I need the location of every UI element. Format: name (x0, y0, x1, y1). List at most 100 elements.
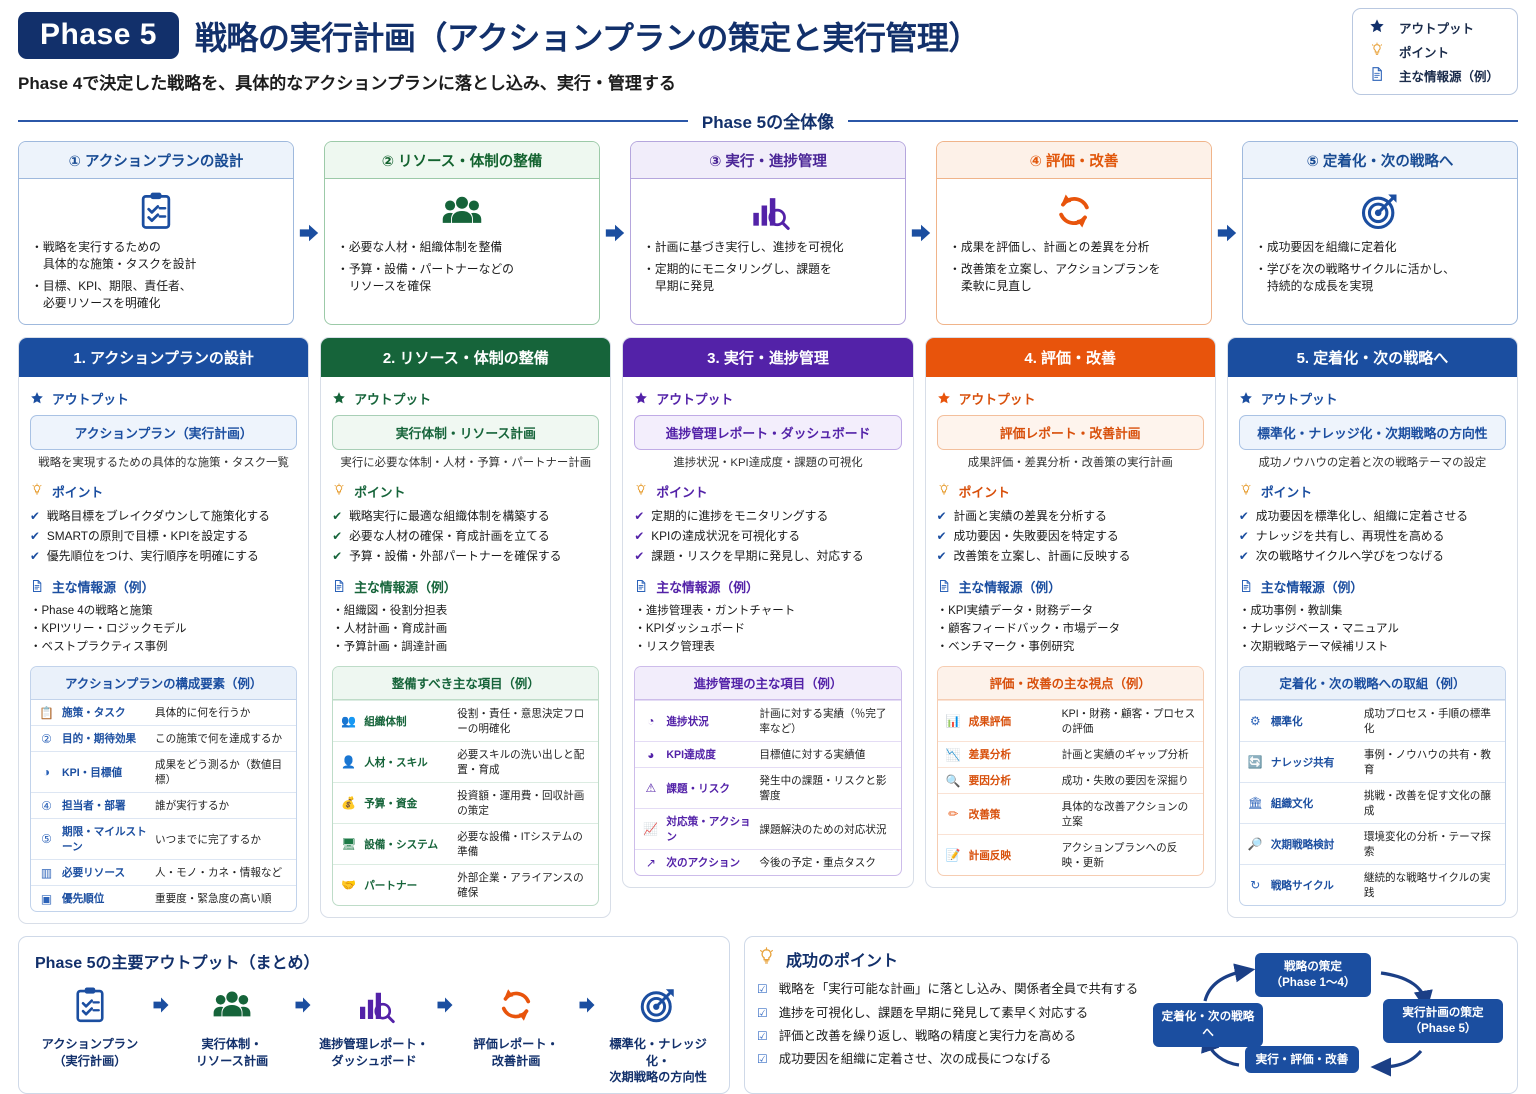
source-item: 成功事例・教訓集 (1239, 603, 1506, 621)
point-item: ✔ SMARTの原則で目標・KPIを設定する (30, 528, 297, 546)
overview-card-title: ① アクションプランの設計 (19, 142, 293, 179)
column-header: 4. 評価・改善 (925, 338, 1215, 377)
source-label-text: 主な情報源（例） (52, 580, 155, 596)
table-row-value: 必要な設備・ITシステムの準備 (457, 831, 583, 859)
overview-card-title: ④ 評価・改善 (937, 142, 1211, 179)
table-row-key: 対応策・アクション (666, 816, 751, 844)
output-pill: 評価レポート・改善計画 (936, 415, 1204, 450)
table-row-key: 期限・マイルストーン (62, 826, 147, 854)
warning-icon: ⚠ (645, 781, 657, 796)
output-label-text: アウトプット (1260, 392, 1338, 407)
overview-bullet: 成果を評価し、計画との差異を分析 (949, 239, 1199, 256)
success-item: ☑評価と改善を繰り返し、戦略の精度と実行力を高める (757, 1027, 1143, 1046)
number-4-icon: ④ (41, 798, 52, 813)
table-row: ⚠課題・リスク発生中の課題・リスクと影響度 (635, 767, 901, 808)
lightbulb-icon (332, 483, 346, 499)
document-icon (30, 579, 44, 595)
strategy-cycle-icon: ↻ (1250, 878, 1261, 893)
point-item: ✔戦略実行に最適な組織体制を構築する (332, 508, 599, 526)
source-item: KPI実績データ・財務データ (937, 603, 1204, 621)
checkbox-icon: ☑ (757, 982, 768, 997)
point-item: ✔課題・リスクを早期に発見し、対応する (634, 548, 901, 566)
detail-column-1: 1. アクションプランの設計アウトプットアクションプラン（実行計画）戦略を実現す… (18, 337, 310, 925)
table-row-key: 進捗状況 (666, 715, 709, 728)
table-row-key: 計画反映 (968, 849, 1011, 862)
table-row-key: 施策・タスク (62, 707, 126, 720)
clipboard-check-icon (69, 979, 111, 1031)
flow-arrow-icon (295, 997, 311, 1013)
overview-bullet: 学びを次の戦略サイクルに活かし、持続的な成長を実現 (1255, 261, 1505, 295)
overview-bullet: 計画に基づき実行し、進捗を可視化 (643, 239, 893, 256)
summary-item-label: アクションプラン（実行計画） (41, 1037, 139, 1068)
table-row-value: KPI・財務・顧客・プロセスの評価 (1061, 708, 1196, 736)
table-row-key: パートナー (364, 879, 418, 892)
point-label-text: ポイント (656, 484, 708, 500)
summary-panel: Phase 5の主要アウトプット（まとめ） アクションプラン（実行計画）実行体制… (18, 936, 730, 1094)
source-list: Phase 4の戦略と施策KPIツリー・ロジックモデルベストプラクティス事例 (30, 603, 297, 656)
flow-arrow-icon (579, 997, 595, 1013)
success-header: 成功のポイント (757, 947, 1143, 971)
table-row-key: 次期戦略検討 (1270, 838, 1335, 851)
source-list: KPI実績データ・財務データ顧客フィードバック・市場データベンチマーク・事例研究 (937, 603, 1204, 656)
output-label-text: アウトプット (656, 392, 734, 407)
flow-arrow-icon (299, 224, 319, 242)
overview-flow: ① アクションプランの設計戦略を実行するための具体的な施策・タスクを設計目標、K… (18, 141, 1518, 325)
overview-bullet: 定期的にモニタリングし、課題を早期に発見 (643, 261, 893, 295)
output-label: アウトプット (1239, 389, 1506, 408)
flow-arrow-icon (153, 997, 169, 1013)
point-text: 優先順位をつけ、実行順序を明確にする (46, 549, 259, 564)
column-header: 2. リソース・体制の整備 (321, 338, 611, 377)
table-row-value: 計画に対する実績（％完了率など） (759, 708, 887, 736)
table-row-value: この施策で何を達成するか (155, 733, 283, 746)
checkbox-icon: ☑ (757, 1052, 768, 1067)
table-row-key: KPI達成度 (666, 749, 716, 762)
table-row-value: 発生中の課題・リスクと影響度 (759, 775, 887, 803)
check-icon: ✔ (332, 508, 343, 523)
point-text: 成功要因・失敗要因を特定する (953, 529, 1119, 544)
table-row: ▣優先順位重要度・緊急度の高い順 (31, 885, 297, 911)
mini-table-title: 定着化・次の戦略への取組（例） (1239, 667, 1506, 701)
lightbulb-icon (757, 947, 776, 971)
detail-column-4: 4. 評価・改善アウトプット評価レポート・改善計画成果評価・差異分析・改善策の実… (924, 337, 1216, 889)
table-row-value: 外部企業・アライアンスの確保 (457, 872, 584, 900)
point-label: ポイント (1239, 482, 1506, 501)
overview-card-2: ② リソース・体制の整備必要な人材・組織体制を整備予算・設備・パートナーなどのリ… (324, 141, 600, 325)
person-skill-icon: 👤 (341, 755, 357, 770)
check-icon: ✔ (332, 529, 343, 544)
table-row-value: 事例・ノウハウの共有・教育 (1363, 749, 1491, 777)
point-text: SMARTの原則で目標・KPIを設定する (46, 529, 249, 544)
action-trend-icon: 📈 (643, 822, 659, 837)
legend-row: ポイント (1367, 42, 1499, 61)
table-row-key: 差異分析 (968, 749, 1011, 762)
overview-bullet: 成功要因を組織に定着化 (1255, 239, 1505, 256)
bar-eval-icon: 📊 (945, 714, 961, 729)
check-icon: ✔ (30, 529, 40, 544)
output-description: 成果評価・差異分析・改善策の実行計画 (967, 457, 1173, 469)
table-row-key: 改善策 (968, 808, 1001, 821)
point-text: 改善策を立案し、計画に反映する (953, 549, 1131, 564)
header: Phase 5 戦略の実行計画（アクションプランの策定と実行管理） Phase … (18, 0, 1518, 104)
gap-trend-icon: 📉 (945, 747, 961, 762)
overview-card-title: ③ 実行・進捗管理 (631, 142, 905, 179)
org-chart-icon: 👥 (341, 714, 357, 729)
mini-table: 定着化・次の戦略への取組（例）⚙標準化成功プロセス・手順の標準化🔄ナレッジ共有事… (1238, 666, 1507, 907)
source-item: 予算計画・調達計画 (332, 639, 599, 657)
next-strategy-icon: 🔎 (1247, 837, 1263, 852)
gauge-icon: ◑ (42, 765, 51, 780)
legend-row: 主な情報源（例） (1367, 66, 1499, 85)
overview-card-5: ⑤ 定着化・次の戦略へ成功要因を組織に定着化学びを次の戦略サイクルに活かし、持続… (1242, 141, 1518, 325)
flow-arrow-icon (437, 997, 453, 1013)
detail-column-5: 5. 定着化・次の戦略へアウトプット標準化・ナレッジ化・次期戦略の方向性成功ノウ… (1226, 337, 1519, 919)
check-icon: ✔ (1238, 549, 1249, 564)
check-icon: ✔ (332, 549, 343, 564)
star-icon (937, 391, 951, 407)
output-label: アウトプット (30, 389, 297, 408)
legend-label: ポイント (1398, 46, 1449, 60)
table-row: 📈 対応策・アクション課題解決のための対応状況 (635, 808, 901, 849)
table-row-key: 組織文化 (1270, 797, 1314, 810)
plan-update-icon: 📝 (945, 848, 961, 863)
check-icon: ✔ (1238, 529, 1249, 544)
table-row-value: 課題解決のための対応状況 (759, 823, 887, 836)
